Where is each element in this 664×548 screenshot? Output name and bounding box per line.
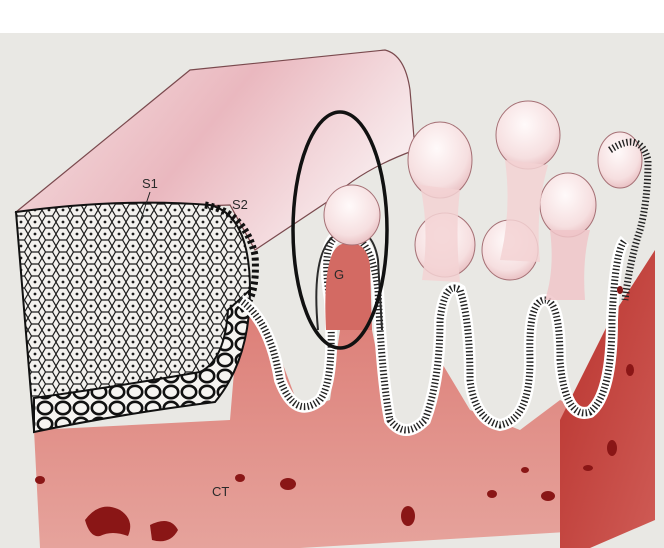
blood-vessel: [85, 506, 131, 537]
villus-bulb: [597, 131, 643, 189]
highlight-ellipse: [291, 110, 389, 350]
label-g: G: [334, 267, 344, 282]
blood-vessel: [541, 491, 555, 501]
top-white-band: [0, 0, 664, 33]
gland-lumen: [325, 242, 372, 330]
blood-vessel: [235, 474, 245, 482]
blood-vessel: [607, 440, 617, 456]
blood-vessel: [401, 506, 415, 526]
blood-vessel: [617, 286, 623, 294]
villus-bulb: [539, 172, 597, 238]
connective-tissue-side: [560, 250, 655, 548]
villus-stalk: [420, 185, 460, 282]
villus-bulb: [323, 184, 381, 246]
blood-vessel: [626, 364, 634, 376]
blood-vessel: [583, 465, 593, 471]
label-s1: S1: [142, 176, 158, 191]
villus-stalk: [545, 230, 590, 300]
connective-tissue-front: [34, 300, 600, 548]
blood-vessel: [150, 521, 178, 542]
blood-vessel: [521, 467, 529, 473]
s1-pointer-line: [139, 191, 151, 223]
blood-vessel: [487, 490, 497, 498]
label-s2: S2: [232, 197, 248, 212]
side-epithelium-lining: [608, 138, 652, 301]
blood-vessel: [35, 476, 45, 484]
blood-vessel: [280, 478, 296, 490]
villus-stalk: [500, 160, 548, 262]
villus-bulb: [407, 121, 473, 199]
label-ct: CT: [212, 484, 229, 499]
villus-bulb: [495, 100, 561, 170]
